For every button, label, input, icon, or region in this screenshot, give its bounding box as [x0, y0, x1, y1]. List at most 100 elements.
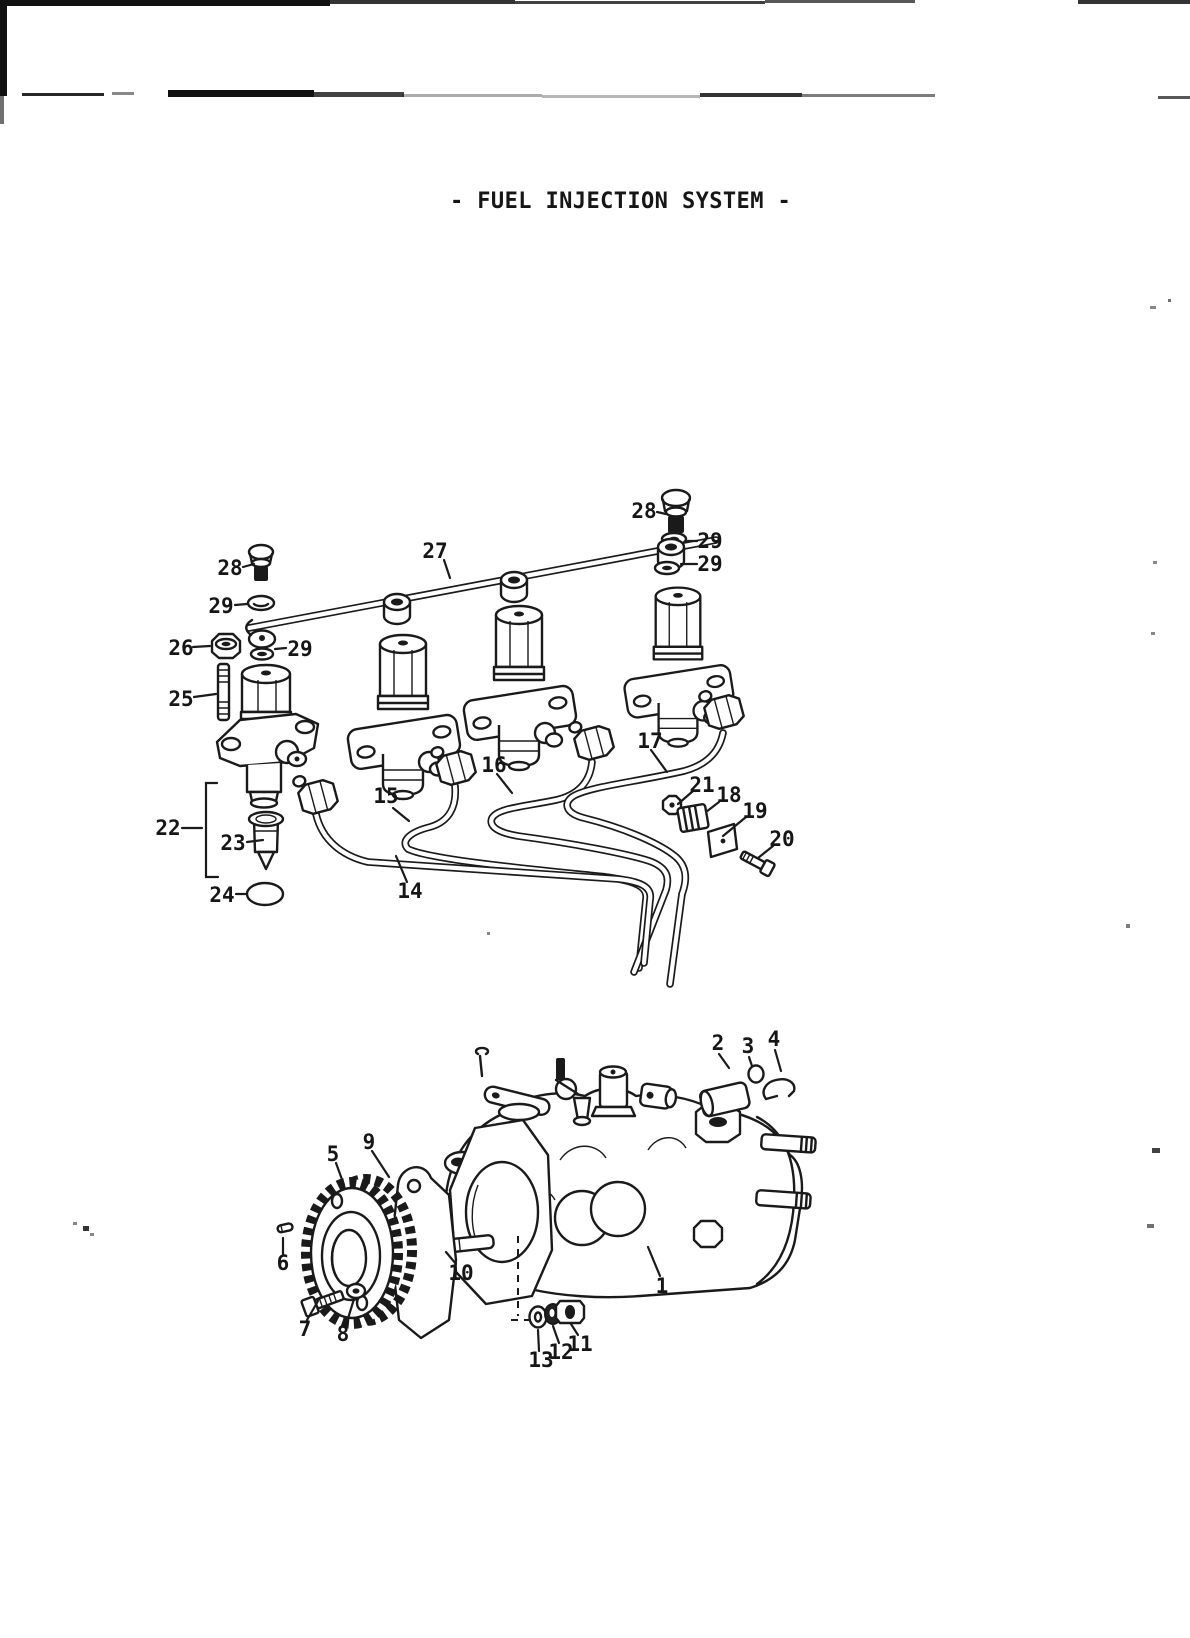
scan-artifact-left-bar: [0, 96, 4, 124]
bolt-28-right: [660, 488, 692, 533]
gasket-plate-9: [389, 1166, 458, 1340]
fuel-injector-3: [461, 604, 579, 772]
scan-speck: [487, 932, 490, 935]
scan-rule: [1158, 96, 1190, 99]
rail-banjo-3: [499, 570, 529, 604]
callout-25: 25: [168, 687, 193, 711]
callout-2: 2: [712, 1031, 725, 1055]
bracket-22: [204, 781, 220, 879]
pipe-clamp-18: [676, 803, 710, 833]
injector-nozzle-23: [247, 810, 285, 871]
bolt-7: [300, 1290, 345, 1318]
callout-8: 8: [337, 1322, 350, 1346]
callout-7: 7: [299, 1317, 312, 1341]
pump-mounting-flange: [442, 1118, 554, 1306]
callout-3: 3: [742, 1034, 755, 1058]
leak-off-rail-27: [245, 536, 720, 637]
injector-assembly-figure: 28 29 26 29 25 22 23 24 27 28 29 29 14 1…: [155, 488, 795, 984]
pipe-union-16: [567, 712, 617, 764]
callout-5: 5: [327, 1142, 340, 1166]
callout-26: 26: [168, 636, 193, 660]
pipe-union-14: [291, 766, 341, 818]
oring-3: [747, 1064, 765, 1084]
leader-lines-upper: [180, 510, 775, 896]
scan-speck: [83, 1226, 89, 1231]
scan-speck: [90, 1233, 94, 1236]
callout-11: 11: [567, 1332, 592, 1356]
rail-banjo-2: [382, 592, 412, 626]
callout-20: 20: [769, 827, 794, 851]
sleeve-2: [698, 1081, 751, 1118]
callout-29-mid: 29: [287, 637, 312, 661]
scan-rule: [542, 95, 700, 98]
scan-artifact-top-edge: [330, 0, 515, 4]
callout-4: 4: [768, 1027, 781, 1051]
washer-13: [528, 1305, 548, 1329]
scan-artifact-top-edge: [765, 0, 915, 3]
scan-artifact-top-edge: [1078, 0, 1190, 4]
scan-rule: [402, 94, 542, 97]
scan-speck: [73, 1222, 77, 1225]
callout-27: 27: [422, 539, 447, 563]
scan-speck: [1150, 306, 1156, 309]
clamp-plate-19: [706, 822, 739, 859]
injection-pump-figure: 1 2 3 4 5 6 7 8 9 10 11 12 13: [276, 1027, 817, 1372]
callout-17: 17: [637, 729, 662, 753]
callout-21: 21: [689, 773, 714, 797]
callout-10: 10: [448, 1261, 473, 1285]
callouts-lower: 1 2 3 4 5 6 7 8 9 10 11 12 13: [277, 1027, 781, 1372]
scan-speck: [1147, 1224, 1154, 1228]
washer-8: [345, 1282, 367, 1300]
callout-1: 1: [656, 1274, 669, 1298]
callout-28-left: 28: [217, 556, 242, 580]
callout-6: 6: [277, 1251, 290, 1275]
callout-29-right2: 29: [697, 552, 722, 576]
callout-13: 13: [528, 1348, 553, 1372]
scan-artifact-top-edge: [515, 1, 765, 4]
callouts-upper: 28 29 26 29 25 22 23 24 27 28 29 29 14 1…: [155, 499, 794, 907]
callout-24: 24: [209, 883, 234, 907]
dashed-leader: [511, 1236, 532, 1321]
callout-23: 23: [220, 831, 245, 855]
callout-22: 22: [155, 816, 180, 840]
stud-25: [216, 662, 231, 722]
callout-16: 16: [481, 753, 506, 777]
callout-12: 12: [548, 1340, 573, 1364]
callout-29-topleft: 29: [208, 594, 233, 618]
scan-rule: [802, 94, 935, 97]
nut-11: [554, 1299, 586, 1325]
scan-rule: [168, 90, 314, 97]
drive-gear-5: [301, 1174, 417, 1329]
callout-14: 14: [397, 879, 422, 903]
scan-rule: [314, 92, 404, 97]
scan-speck: [1151, 632, 1155, 635]
callout-29-right1: 29: [697, 529, 722, 553]
nozzle-washer-24: [245, 881, 285, 907]
clip-4: [762, 1078, 796, 1101]
leader-lines-lower: [281, 1048, 783, 1353]
callout-9: 9: [363, 1130, 376, 1154]
scan-speck: [1153, 561, 1157, 564]
scan-speck: [1168, 299, 1171, 302]
callout-19: 19: [742, 799, 767, 823]
washer-29-right2: [653, 560, 681, 576]
callout-15: 15: [373, 784, 398, 808]
fuel-injector-1: [215, 663, 320, 809]
washer-29-midleft: [249, 647, 275, 661]
banjo-head-injector1: [247, 629, 277, 649]
scan-rule: [112, 92, 134, 95]
scan-artifact-top-edge: [0, 0, 330, 6]
pin-6: [276, 1222, 294, 1234]
scan-rule: [700, 93, 802, 97]
scan-speck: [1152, 1148, 1160, 1153]
scan-speck: [1126, 924, 1130, 928]
scan-rule: [22, 93, 104, 96]
bolt-20: [739, 850, 776, 878]
washer-29-topleft: [246, 594, 276, 612]
bolt-28-left: [247, 543, 275, 581]
callout-18: 18: [716, 783, 741, 807]
scan-artifact-left-bar: [0, 0, 7, 96]
callout-28-right: 28: [631, 499, 656, 523]
